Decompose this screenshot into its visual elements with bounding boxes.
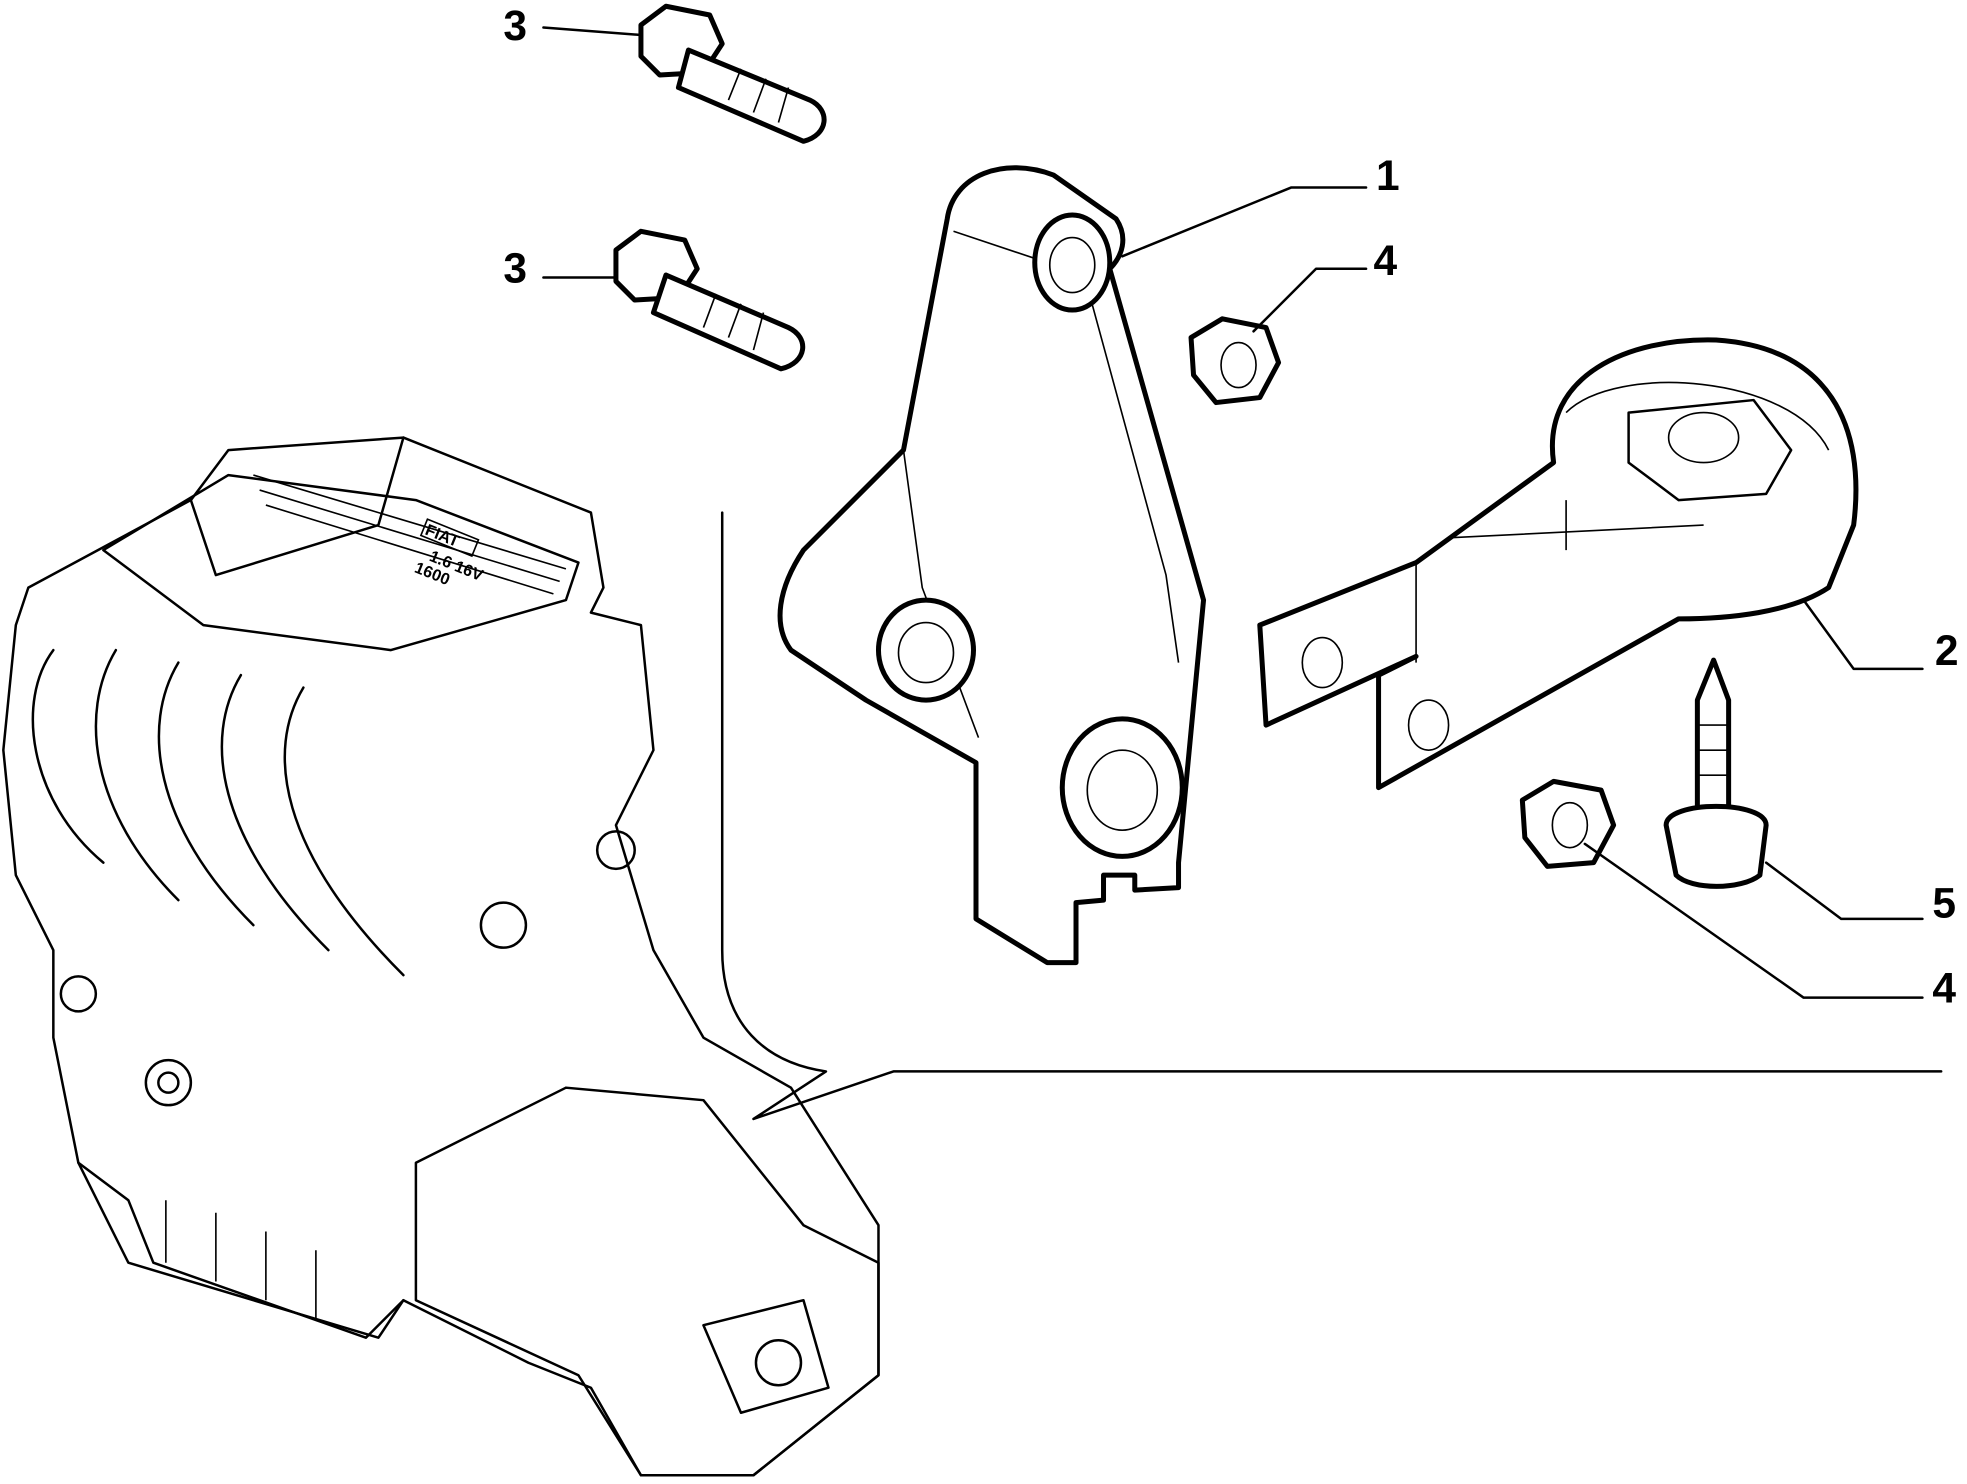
gearbox — [59, 830, 880, 1477]
callout-2: 2 — [1935, 628, 1959, 675]
callout-4-upper: 4 — [1374, 238, 1398, 285]
valve-cover: FIAT 1.6 16V 1600 — [102, 473, 580, 652]
callout-3-middle: 3 — [503, 246, 527, 293]
leader-lines — [542, 26, 1924, 999]
bolt-top — [638, 3, 827, 144]
intake-runners — [31, 648, 405, 977]
callout-1: 1 — [1376, 153, 1400, 200]
callout-3-top: 3 — [503, 3, 527, 50]
bolt-middle — [613, 228, 806, 372]
callout-4-lower: 4 — [1932, 966, 1956, 1013]
engine-assembly: FIAT 1.6 16V 1600 — [2, 436, 880, 1477]
torque-rod-mount — [1257, 337, 1859, 791]
callout-bubble-outline — [720, 511, 1943, 1121]
engine-bracket — [777, 165, 1207, 966]
mount-bolt — [1663, 657, 1769, 889]
nut-lower — [1519, 778, 1617, 869]
callout-5: 5 — [1932, 881, 1956, 928]
oil-pan — [77, 1161, 405, 1339]
nut-upper — [1188, 316, 1282, 406]
